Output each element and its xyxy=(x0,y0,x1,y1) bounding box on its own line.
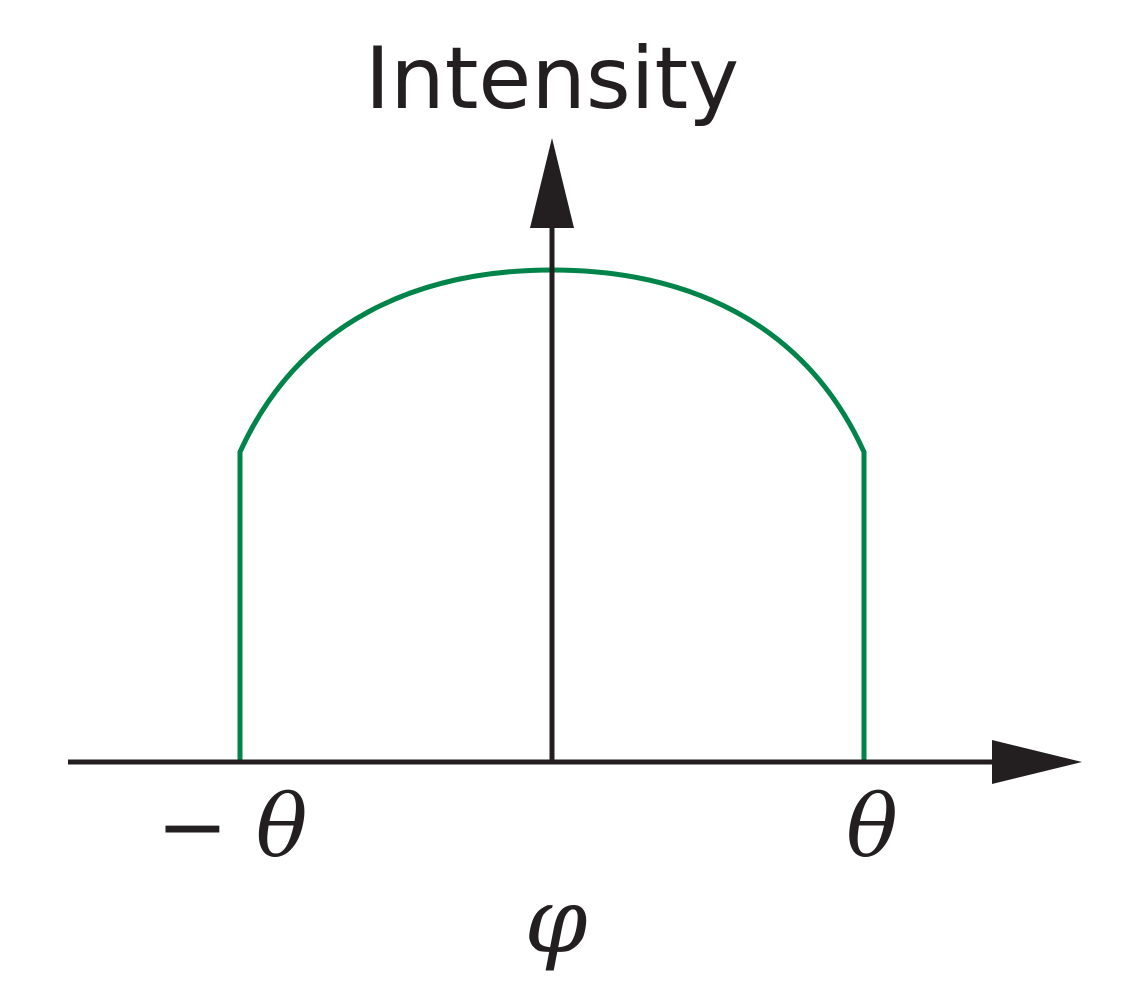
x-axis-arrowhead xyxy=(992,740,1082,784)
right-tick-label: θ xyxy=(846,777,898,877)
left-tick-label: − θ xyxy=(156,777,307,877)
y-axis-label: Intensity xyxy=(365,29,739,129)
x-axis-label: φ xyxy=(524,869,587,974)
y-axis-arrowhead xyxy=(530,138,574,228)
